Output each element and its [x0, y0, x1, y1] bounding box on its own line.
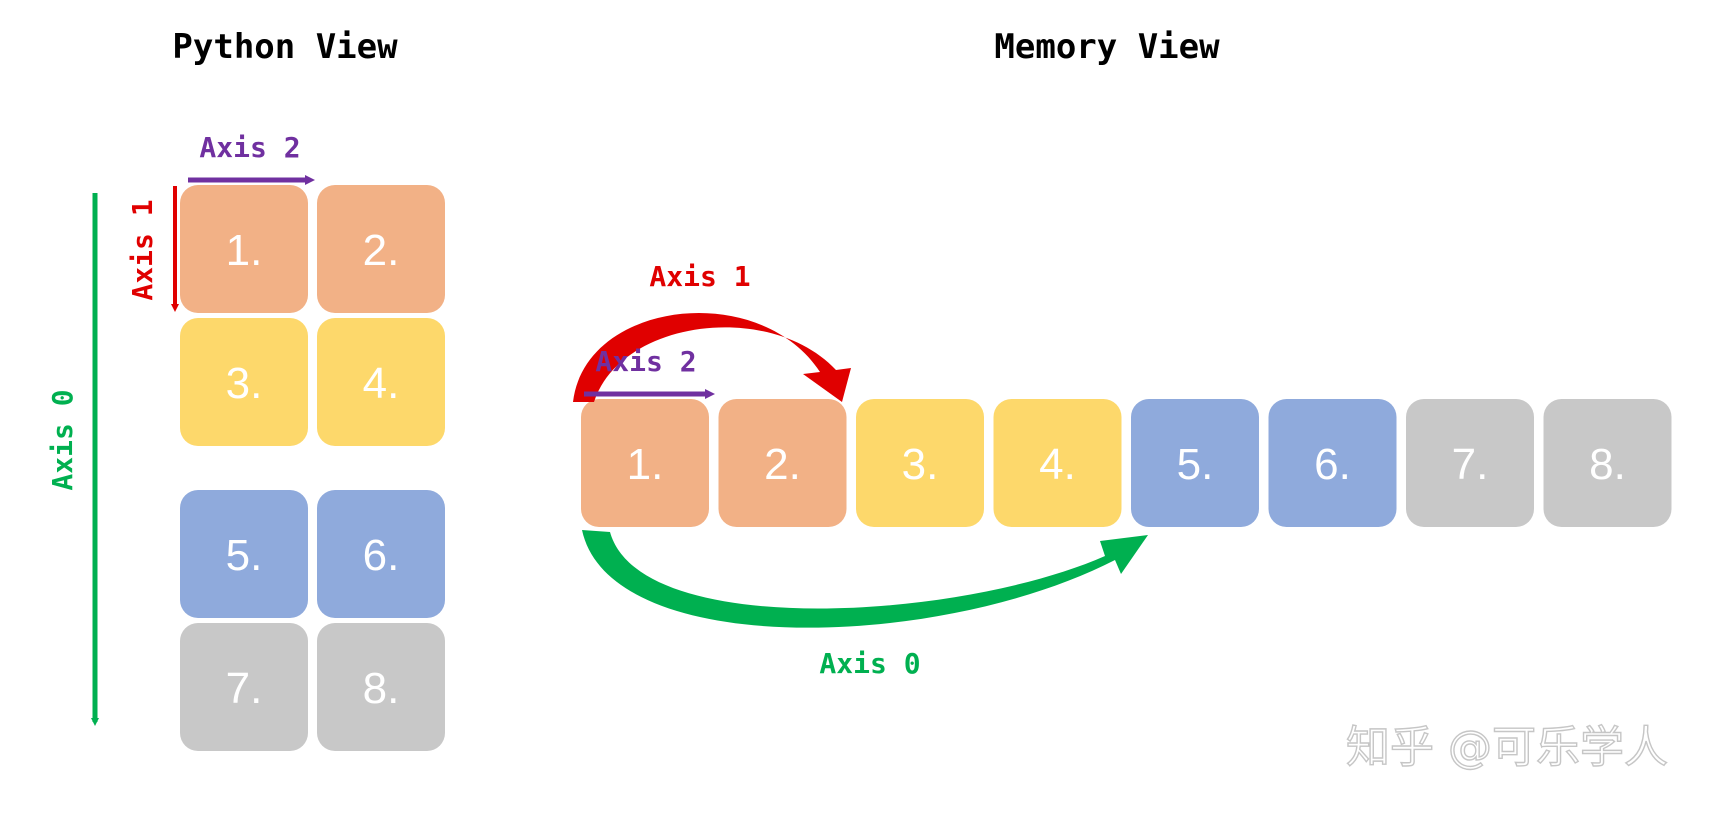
memory-cell-1: 1.: [581, 399, 709, 527]
python-cell-box: [317, 185, 445, 313]
python-cell-box: [180, 185, 308, 313]
python-cell-label: 6.: [363, 531, 400, 580]
python-cell-5: 5.: [180, 490, 308, 618]
python-view-grid: 1. 2. 3. 4. 5. 6. 7. 8.: [180, 185, 445, 751]
memory-cell-4: 4.: [993, 399, 1122, 527]
memory-axis1-arrow: [573, 313, 851, 402]
python-cell-label: 1.: [226, 226, 263, 275]
python-axis0-label: Axis 0: [46, 389, 79, 490]
memory-cell-box: [1131, 399, 1259, 527]
python-cell-label: 2.: [363, 226, 400, 275]
python-cell-3: 3.: [180, 318, 308, 446]
python-cell-box: [317, 623, 445, 751]
python-view-title: Python View: [172, 27, 398, 67]
memory-view-row: 1. 2. 3. 4. 5. 6. 7. 8.: [581, 399, 1672, 527]
memory-cell-box: [718, 399, 847, 527]
memory-cell-7: 7.: [1406, 399, 1534, 527]
memory-cell-label: 3.: [902, 440, 939, 489]
memory-cell-box: [581, 399, 709, 527]
memory-cell-label: 2.: [764, 440, 801, 489]
python-axis1-label: Axis 1: [126, 199, 159, 300]
memory-cell-label: 5.: [1177, 440, 1214, 489]
python-cell-label: 3.: [226, 359, 263, 408]
memory-cell-3: 3.: [856, 399, 984, 527]
memory-axis1-label: Axis 1: [649, 260, 750, 293]
memory-cell-8: 8.: [1543, 399, 1672, 527]
python-cell-1: 1.: [180, 185, 308, 313]
memory-cell-label: 1.: [627, 440, 664, 489]
memory-cell-2: 2.: [718, 399, 847, 527]
watermark: 知乎 @可乐学人: [1346, 722, 1668, 773]
python-cell-box: [317, 490, 445, 618]
python-cell-8: 8.: [317, 623, 445, 751]
python-cell-label: 4.: [363, 359, 400, 408]
memory-cell-box: [856, 399, 984, 527]
memory-axis0-label: Axis 0: [819, 647, 920, 680]
memory-cell-6: 6.: [1268, 399, 1397, 527]
python-cell-7: 7.: [180, 623, 308, 751]
python-cell-2: 2.: [317, 185, 445, 313]
memory-axis0-arrow: [582, 530, 1148, 628]
memory-cell-label: 4.: [1039, 440, 1076, 489]
python-axis2-label: Axis 2: [199, 131, 300, 164]
python-cell-box: [317, 318, 445, 446]
python-cell-box: [180, 623, 308, 751]
memory-cell-box: [1406, 399, 1534, 527]
python-cell-label: 7.: [226, 664, 263, 713]
python-cell-label: 8.: [363, 664, 400, 713]
python-cell-4: 4.: [317, 318, 445, 446]
memory-cell-label: 6.: [1314, 440, 1351, 489]
memory-cell-5: 5.: [1131, 399, 1259, 527]
memory-cell-box: [1268, 399, 1397, 527]
memory-cell-label: 8.: [1589, 440, 1626, 489]
python-cell-box: [180, 490, 308, 618]
memory-cell-label: 7.: [1452, 440, 1489, 489]
python-cell-label: 5.: [226, 531, 263, 580]
python-cell-box: [180, 318, 308, 446]
memory-axis2-label: Axis 2: [595, 345, 696, 378]
python-cell-6: 6.: [317, 490, 445, 618]
memory-cell-box: [993, 399, 1122, 527]
memory-cell-box: [1543, 399, 1672, 527]
memory-view-title: Memory View: [994, 27, 1220, 67]
